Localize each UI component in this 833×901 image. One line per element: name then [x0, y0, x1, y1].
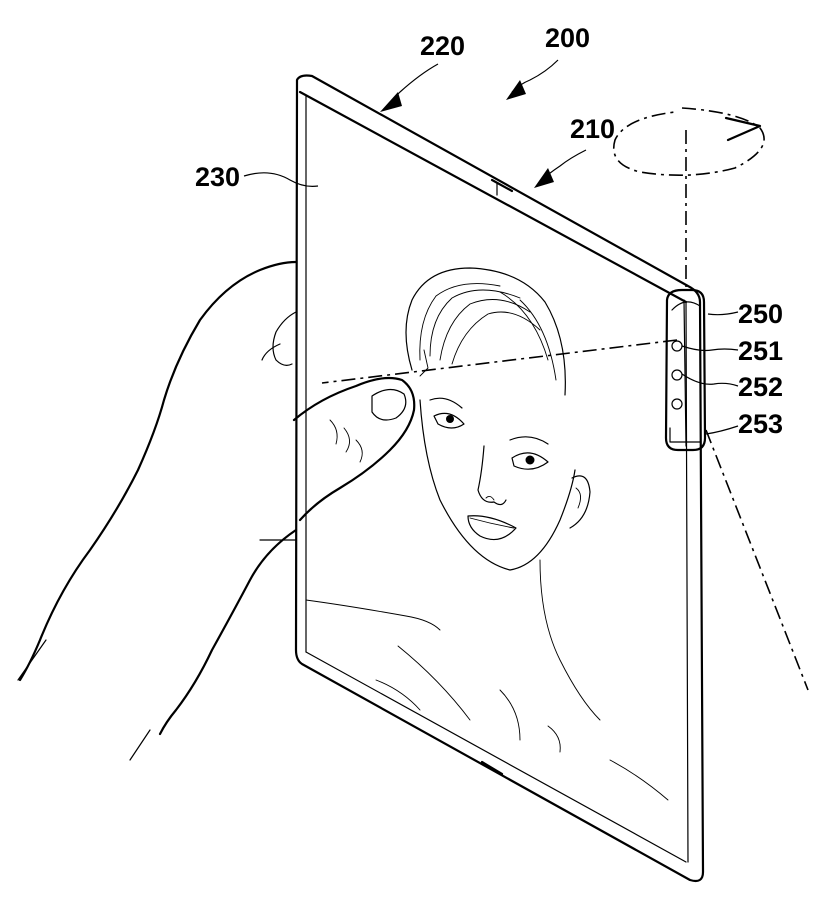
label-220: 220: [420, 31, 465, 61]
label-210: 210: [570, 114, 615, 144]
label-252: 252: [738, 372, 783, 402]
camera-module: [664, 288, 707, 452]
leader-lines: [243, 59, 739, 435]
hand-illustration: [17, 260, 416, 761]
label-230: 230: [195, 162, 240, 192]
face-illustration: [305, 267, 669, 801]
arrow-210-icon: [534, 168, 554, 188]
label-250: 250: [738, 299, 783, 329]
camera-lens-253: [671, 398, 683, 410]
label-251: 251: [738, 336, 783, 366]
camera-lens-252: [671, 369, 683, 381]
camera-view-lines: [321, 339, 809, 691]
label-200: 200: [545, 23, 590, 53]
camera-lens-251: [671, 340, 683, 352]
reference-labels: 220 200 210 230 250 251 252 253: [195, 23, 783, 439]
foldable-device: [294, 74, 705, 883]
arrow-220-icon: [380, 92, 402, 112]
rotation-axis: [613, 107, 765, 288]
label-253: 253: [738, 409, 783, 439]
rotation-arrow-icon: [724, 116, 762, 142]
arrow-200-icon: [506, 80, 526, 100]
